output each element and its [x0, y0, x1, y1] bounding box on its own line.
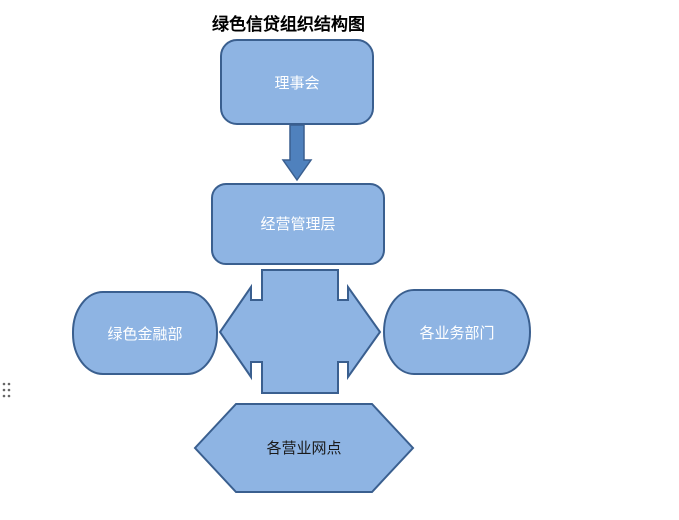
down-arrow	[281, 124, 313, 182]
node-management[interactable]: 经营管理层	[211, 183, 385, 265]
node-outlets[interactable]: 各营业网点	[193, 403, 415, 493]
node-outlets-label: 各营业网点	[266, 439, 341, 457]
cross-arrow-connector	[218, 269, 382, 394]
node-green-finance[interactable]: 绿色金融部	[72, 291, 218, 375]
node-business-depts-label: 各业务部门	[419, 324, 494, 342]
diagram-title: 绿色信贷组织结构图	[212, 15, 365, 35]
node-green-finance-label: 绿色金融部	[107, 325, 182, 343]
node-business-depts[interactable]: 各业务部门	[383, 289, 531, 375]
node-board-label: 理事会	[274, 74, 319, 92]
node-management-label: 经营管理层	[260, 215, 335, 233]
drag-handle-icon[interactable]	[2, 382, 11, 398]
node-board[interactable]: 理事会	[220, 39, 374, 125]
